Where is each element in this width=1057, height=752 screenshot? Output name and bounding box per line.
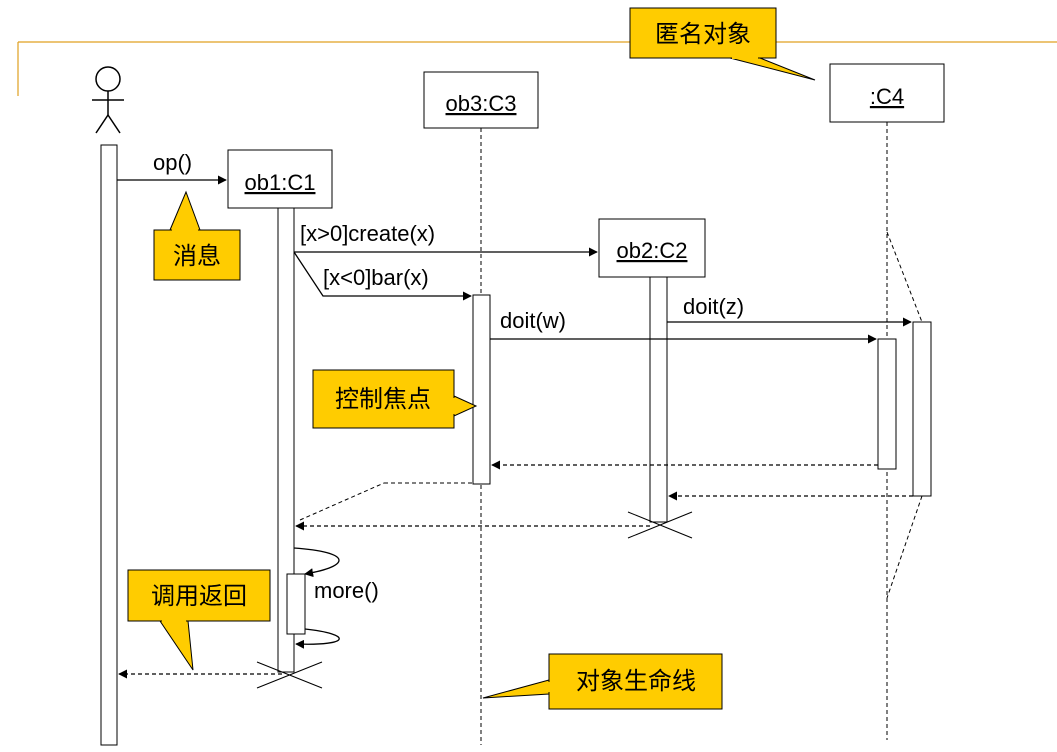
callout-message: 消息 bbox=[153, 190, 241, 281]
object-ob2-label: ob2:C2 bbox=[617, 238, 688, 263]
callout-focus-of-control-text: 控制焦点 bbox=[335, 386, 431, 413]
object-c4: :C4 bbox=[829, 63, 945, 123]
callout-message-text: 消息 bbox=[173, 243, 221, 270]
slide-frame bbox=[17, 41, 1057, 96]
callout-focus-of-control: 控制焦点 bbox=[312, 369, 478, 429]
message-more-arrow bbox=[293, 547, 340, 578]
destroy-marks bbox=[256, 511, 693, 689]
message-labels: op() [x>0]create(x) [x<0]bar(x) doit(w) … bbox=[153, 150, 744, 603]
lifelines bbox=[299, 122, 923, 745]
object-ob2: ob2:C2 bbox=[598, 218, 706, 278]
callout-lifeline-text: 对象生命线 bbox=[576, 668, 696, 695]
activation-ob1-nested bbox=[286, 573, 306, 635]
lifeline-c4-fold-top bbox=[886, 231, 923, 323]
message-bar-arrow bbox=[293, 251, 472, 301]
activation-ob3 bbox=[472, 294, 491, 485]
message-doit-w-label: doit(w) bbox=[500, 308, 566, 333]
return-messages bbox=[118, 460, 913, 679]
callout-anonymous-object: 匿名对象 bbox=[629, 7, 816, 81]
message-bar-label: [x<0]bar(x) bbox=[323, 265, 429, 290]
activation-c4-outer bbox=[912, 321, 932, 497]
actor-stick-figure-icon bbox=[92, 66, 124, 134]
object-ob3: ob3:C3 bbox=[423, 71, 539, 129]
activation-ob2 bbox=[649, 276, 668, 523]
activation-bars bbox=[277, 207, 932, 673]
callout-call-return-text: 调用返回 bbox=[151, 583, 247, 610]
callout-anonymous-object-text: 匿名对象 bbox=[655, 21, 751, 48]
lifeline-c4-fold-bottom bbox=[886, 495, 923, 599]
callout-call-return: 调用返回 bbox=[127, 569, 271, 671]
object-ob1-label: ob1:C1 bbox=[245, 170, 316, 195]
activation-c4-inner bbox=[877, 338, 897, 470]
messages bbox=[117, 175, 912, 649]
object-ob1: ob1:C1 bbox=[227, 149, 333, 209]
message-op-label: op() bbox=[153, 150, 192, 175]
message-create-label: [x>0]create(x) bbox=[300, 221, 435, 246]
message-more-label: more() bbox=[314, 578, 379, 603]
object-ob3-label: ob3:C3 bbox=[446, 91, 517, 116]
message-doit-z-label: doit(z) bbox=[683, 294, 744, 319]
dashed-connector bbox=[299, 482, 385, 521]
callout-lifeline: 对象生命线 bbox=[482, 653, 723, 710]
activation-ob1 bbox=[277, 207, 295, 673]
actor-activation-bar bbox=[100, 144, 118, 746]
object-c4-label: :C4 bbox=[870, 84, 904, 109]
message-more-return bbox=[295, 628, 340, 649]
